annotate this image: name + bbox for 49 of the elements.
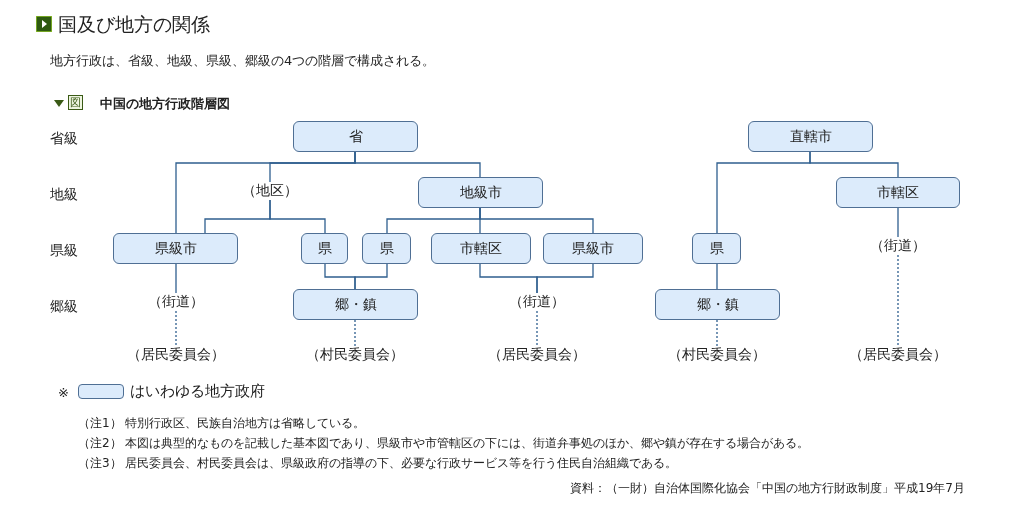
connector-line	[354, 263, 388, 290]
connector-line	[897, 254, 899, 347]
connector-line	[716, 263, 718, 290]
figure-title: 中国の地方行政階層図	[100, 95, 230, 113]
admin-box: 省	[293, 121, 418, 152]
connector-line	[479, 207, 594, 234]
admin-label: （居民委員会）	[846, 346, 950, 364]
connector-line	[175, 151, 356, 234]
admin-label: （居民委員会）	[485, 346, 589, 364]
admin-box: 県	[301, 233, 348, 264]
admin-label: （居民委員会）	[124, 346, 228, 364]
admin-box: 市轄区	[431, 233, 531, 264]
connector-line	[354, 319, 356, 347]
level-label: 県級	[50, 242, 78, 260]
admin-label: （村民委員会）	[303, 346, 407, 364]
note-mark: ※	[58, 385, 69, 400]
level-label: 省級	[50, 130, 78, 148]
connector-line	[536, 263, 594, 294]
connector-line	[175, 310, 177, 347]
admin-box: 県級市	[113, 233, 238, 264]
admin-label: （街道）	[870, 237, 926, 255]
legend-text: はいわゆる地方政府	[130, 382, 265, 401]
note-text: （注2） 本図は典型的なものを記載した基本図であり、県級市や市管轄区の下には、街道弁事処のほか、郷や鎮が存在する場合がある。	[78, 435, 810, 452]
admin-box: 地級市	[418, 177, 543, 208]
source-text: 資料：（一財）自治体国際化協会「中国の地方行財政制度」平成19年7月	[570, 480, 965, 497]
admin-label: （街道）	[509, 293, 565, 311]
admin-box: 県級市	[543, 233, 643, 264]
connector-line	[536, 310, 538, 347]
admin-box: 県	[692, 233, 741, 264]
level-label: 地級	[50, 186, 78, 204]
figure-mark: 図	[68, 95, 83, 110]
connector-line	[716, 319, 718, 347]
connector-line	[897, 207, 899, 238]
level-label: 郷級	[50, 298, 78, 316]
connector-line	[809, 151, 899, 178]
admin-label: （地区）	[242, 182, 298, 200]
admin-label: （村民委員会）	[665, 346, 769, 364]
admin-box: 市轄区	[836, 177, 960, 208]
connector-line	[175, 263, 177, 294]
title: 国及び地方の関係	[58, 12, 210, 37]
note-text: （注1） 特別行政区、民族自治地方は省略している。	[78, 415, 366, 432]
admin-box: 郷・鎮	[655, 289, 780, 320]
note-text: （注3） 居民委員会、村民委員会は、県級政府の指導の下、必要な行政サービス等を行う住民自治組織である。	[78, 455, 678, 472]
admin-box: 郷・鎮	[293, 289, 418, 320]
intro-text: 地方行政は、省級、地級、県級、郷級の4つの階層で構成される。	[50, 52, 436, 70]
admin-label: （街道）	[148, 293, 204, 311]
connector-line	[269, 199, 326, 234]
admin-box: 県	[362, 233, 411, 264]
admin-box: 直轄市	[748, 121, 873, 152]
